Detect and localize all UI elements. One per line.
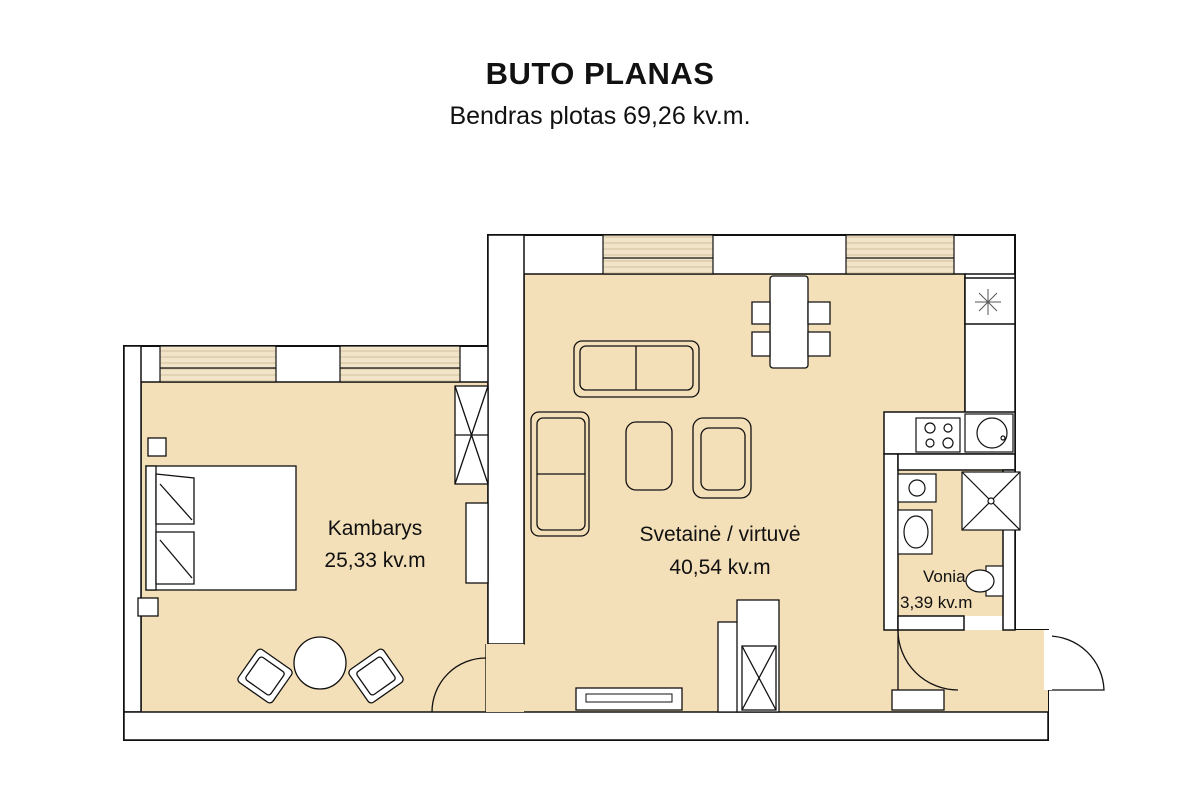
armchair-left	[237, 648, 293, 704]
kitchen-sink-icon	[964, 413, 1014, 453]
dining-set	[751, 275, 831, 369]
sofa-top	[573, 340, 700, 398]
room-area-svetaine: 40,54 kv.m	[669, 556, 770, 579]
floor-hall	[940, 630, 1048, 712]
window-bedroom-right	[339, 345, 461, 383]
cooktop-icon	[915, 417, 961, 453]
window-living-left	[602, 234, 714, 275]
closet	[717, 599, 780, 713]
dresser	[465, 502, 489, 584]
floor-kambarys	[124, 382, 488, 712]
sofa-left	[530, 411, 590, 537]
round-table	[293, 636, 347, 690]
room-area-vonia: 3,39 kv.m	[900, 593, 972, 612]
windows	[159, 234, 955, 383]
room-name-kambarys: Kambarys	[328, 517, 423, 540]
room-name-vonia: Vonia	[923, 567, 966, 586]
plan-subtitle: Bendras plotas 69,26 kv.m.	[449, 102, 751, 130]
plan-title: BUTO PLANAS	[485, 56, 715, 91]
partition-wall	[487, 234, 525, 645]
nightstand-top	[147, 437, 167, 457]
room-area-kambarys: 25,33 kv.m	[324, 549, 425, 572]
bathroom-sink-icon	[897, 509, 933, 555]
bed	[145, 465, 297, 591]
room-name-svetaine: Svetainė / virtuvė	[639, 523, 800, 546]
nightstand-bottom	[137, 597, 159, 617]
toilet-icon	[965, 565, 1004, 597]
window-bedroom-left	[159, 345, 277, 383]
armchair-living	[692, 417, 752, 499]
doors	[431, 629, 1105, 713]
washer-icon	[897, 473, 937, 503]
wardrobe-bedroom	[454, 385, 489, 485]
armchair-right	[348, 648, 404, 704]
window-living-right	[845, 234, 955, 275]
fridge-icon	[975, 289, 1001, 315]
coffee-table	[625, 421, 673, 491]
shower-icon	[961, 471, 1021, 531]
